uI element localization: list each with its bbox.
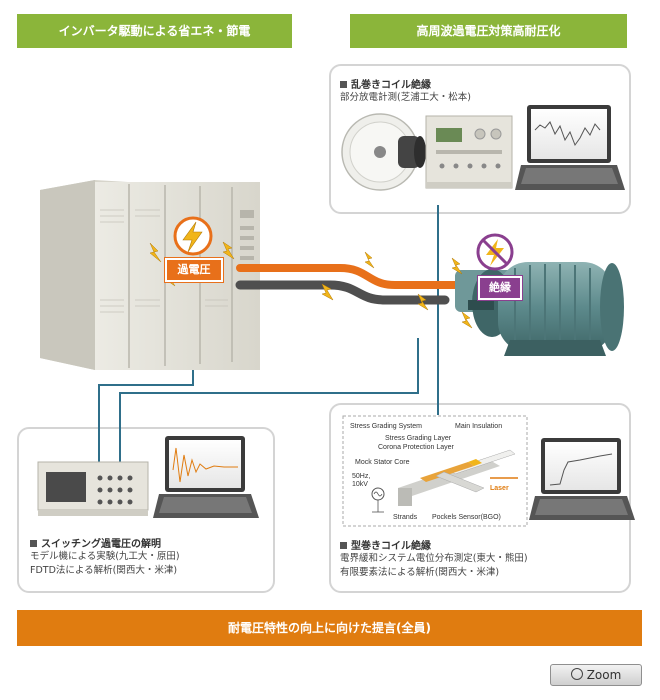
label-pockels-sensor: Pockels Sensor(BGO): [432, 514, 501, 521]
label-mock-stator-core: Mock Stator Core: [355, 459, 410, 466]
laptop-switching: [153, 436, 259, 518]
form-coil-caption: 型巻きコイル絶縁 電界緩和システム電位分布測定(東大・熊田) 有限要素法による解…: [340, 537, 620, 580]
label-main-insulation: Main Insulation: [455, 423, 502, 430]
form-coil-title: 型巻きコイル絶縁: [340, 537, 620, 552]
label-frequency: 50Hz,: [352, 473, 370, 480]
label-voltage: 10kV: [352, 481, 368, 488]
proposal-bar: 耐電圧特性の向上に向けた提言(全員): [17, 610, 642, 646]
zoom-button[interactable]: Zoom: [550, 664, 642, 686]
form-coil-line1: 電界緩和システム電位分布測定(東大・熊田): [340, 553, 528, 564]
pd-sensor-dish: [341, 113, 426, 191]
coil-diagram-box: [342, 415, 528, 527]
coil-diagram-art: [371, 449, 518, 513]
zoom-label: Zoom: [586, 668, 622, 682]
label-corona-protection-layer: Corona Protection Layer: [378, 444, 455, 451]
inverter-cabinets: [40, 180, 260, 370]
zoom-magnifier-icon: [570, 668, 583, 680]
random-coil-title: 乱巻きコイル絶縁: [340, 76, 620, 91]
header-inverter-drive: インバータ駆動による省エネ・節電: [17, 14, 292, 48]
label-stress-grading-system: Stress Grading System: [350, 423, 422, 430]
prohibited-lightning-icon: [476, 233, 514, 271]
overvoltage-tag: 過電圧: [165, 258, 223, 282]
switching-line2: FDTD法による解析(関西大・米津): [30, 565, 178, 576]
label-stress-grading-layer: Stress Grading Layer: [385, 435, 452, 442]
switching-title: スイッチング過電圧の解明: [30, 535, 265, 550]
random-coil-caption: 乱巻きコイル絶縁 部分放電計測(芝浦工大・松本): [340, 76, 620, 105]
insulation-tag: 絶縁: [478, 276, 522, 300]
lightning-badge-icon: [173, 216, 213, 256]
switching-caption: スイッチング過電圧の解明 モデル機による実験(九工大・原田) FDTD法による解…: [30, 535, 265, 578]
pd-measurement-instrument: [425, 115, 513, 189]
oscilloscope: [37, 461, 149, 516]
switching-line1: モデル機による実験(九工大・原田): [30, 551, 180, 562]
label-laser: Laser: [490, 485, 509, 492]
laptop-form: [529, 438, 635, 520]
form-coil-line2: 有限要素法による解析(関西大・米津): [340, 567, 500, 578]
random-coil-line1: 部分放電計測(芝浦工大・松本): [340, 92, 471, 103]
header-high-voltage: 高周波過電圧対策高耐圧化: [350, 14, 627, 48]
laptop-top: [515, 105, 625, 190]
power-cables: [235, 264, 474, 305]
label-strands: Strands: [393, 514, 418, 521]
